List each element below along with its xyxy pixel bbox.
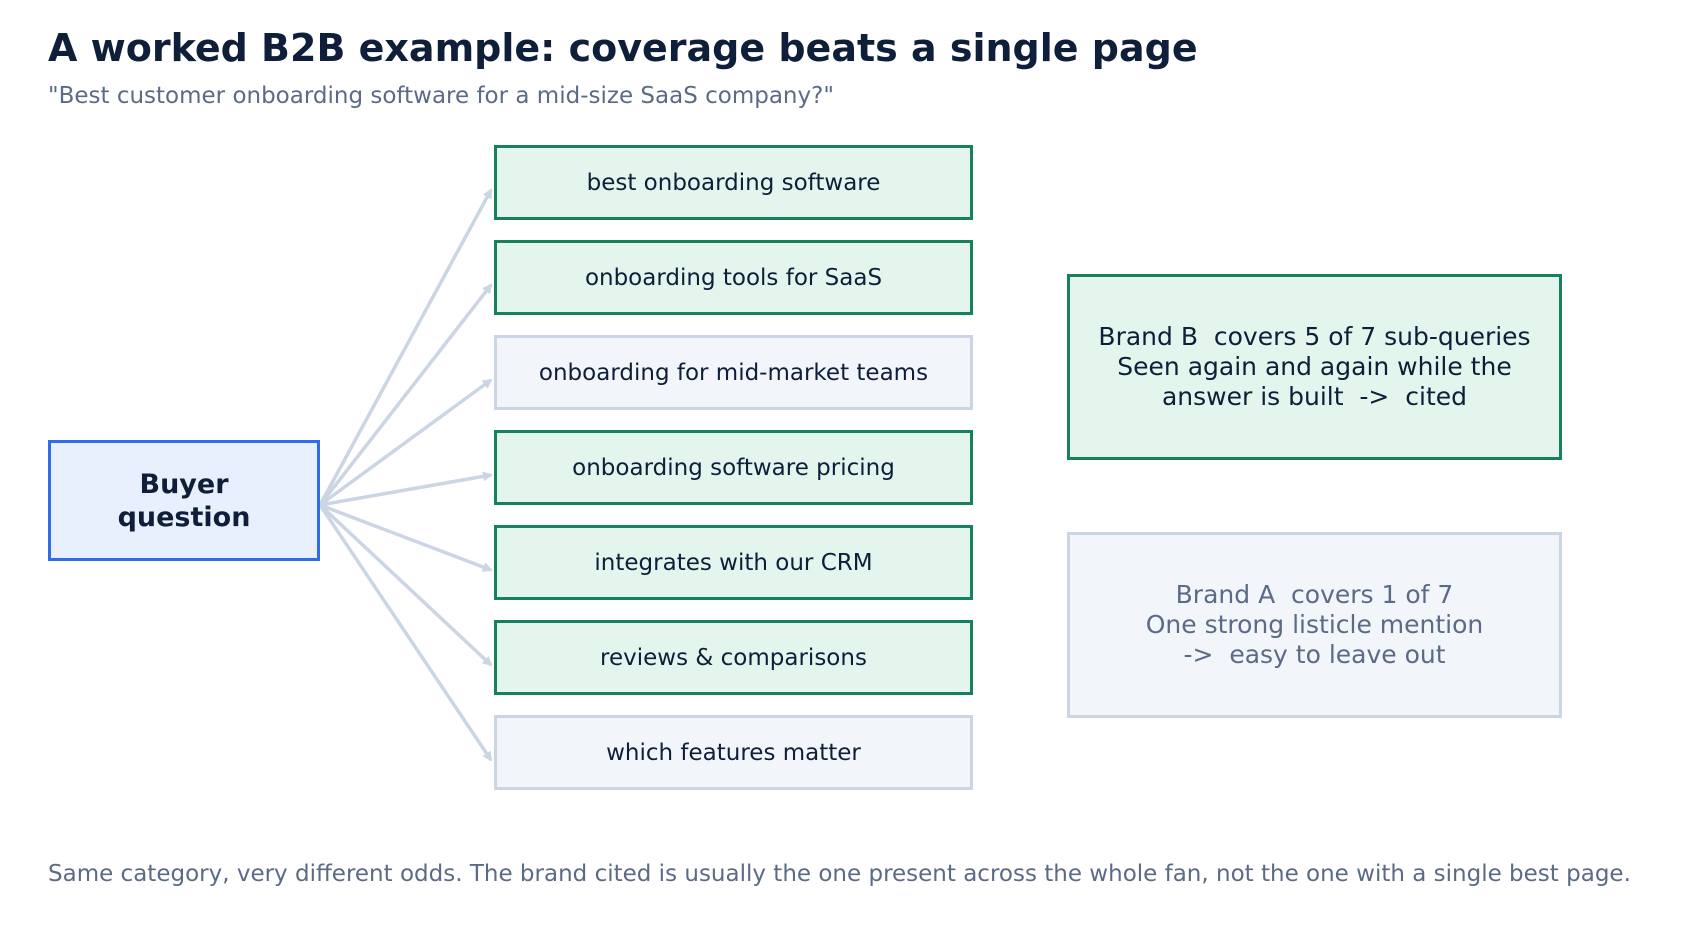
sub-query-label: integrates with our CRM — [594, 549, 873, 576]
sub-query-box: which features matter — [494, 715, 973, 790]
sub-query-box: best onboarding software — [494, 145, 973, 220]
brand-a-line3: -> easy to leave out — [1183, 640, 1446, 669]
brand-b-line1: Brand B covers 5 of 7 sub-queries — [1098, 322, 1531, 351]
fan-out-arrow — [318, 283, 493, 507]
sub-query-label: onboarding tools for SaaS — [584, 264, 883, 291]
sub-query-box: integrates with our CRM — [494, 525, 973, 600]
fan-out-arrow — [318, 378, 493, 507]
fan-out-arrow — [318, 504, 493, 762]
sub-query-label: best onboarding software — [586, 169, 881, 196]
sub-query-label: reviews & comparisons — [600, 644, 867, 671]
fan-out-arrow — [319, 471, 493, 507]
buyer-question-line2: question — [117, 501, 251, 533]
brand-a-line1: Brand A covers 1 of 7 — [1175, 580, 1454, 609]
page-title: A worked B2B example: coverage beats a s… — [48, 26, 1198, 70]
footer-caption: Same category, very different odds. The … — [48, 861, 1631, 887]
sub-query-label: onboarding for mid-market teams — [538, 359, 929, 386]
sub-query-box: onboarding for mid-market teams — [494, 335, 973, 410]
sub-query-box: onboarding software pricing — [494, 430, 973, 505]
brand-a-line2: One strong listicle mention — [1145, 610, 1484, 639]
fan-out-arrow — [319, 503, 493, 572]
page-subtitle: "Best customer onboarding software for a… — [48, 83, 834, 109]
sub-query-box: onboarding tools for SaaS — [494, 240, 973, 315]
buyer-question-line1: Buyer — [139, 468, 229, 500]
brand-a-summary-box: Brand A covers 1 of 7 One strong listicl… — [1067, 532, 1562, 718]
buyer-question-box: Buyer question — [48, 440, 320, 561]
sub-query-box: reviews & comparisons — [494, 620, 973, 695]
sub-query-label: which features matter — [606, 739, 861, 766]
fan-out-arrow — [318, 188, 493, 506]
brand-b-line3: answer is built -> cited — [1161, 382, 1468, 411]
fan-out-arrow — [318, 503, 493, 667]
sub-query-label: onboarding software pricing — [572, 454, 895, 481]
brand-b-line2: Seen again and again while the — [1117, 352, 1512, 381]
brand-b-summary-box: Brand B covers 5 of 7 sub-queries Seen a… — [1067, 274, 1562, 460]
